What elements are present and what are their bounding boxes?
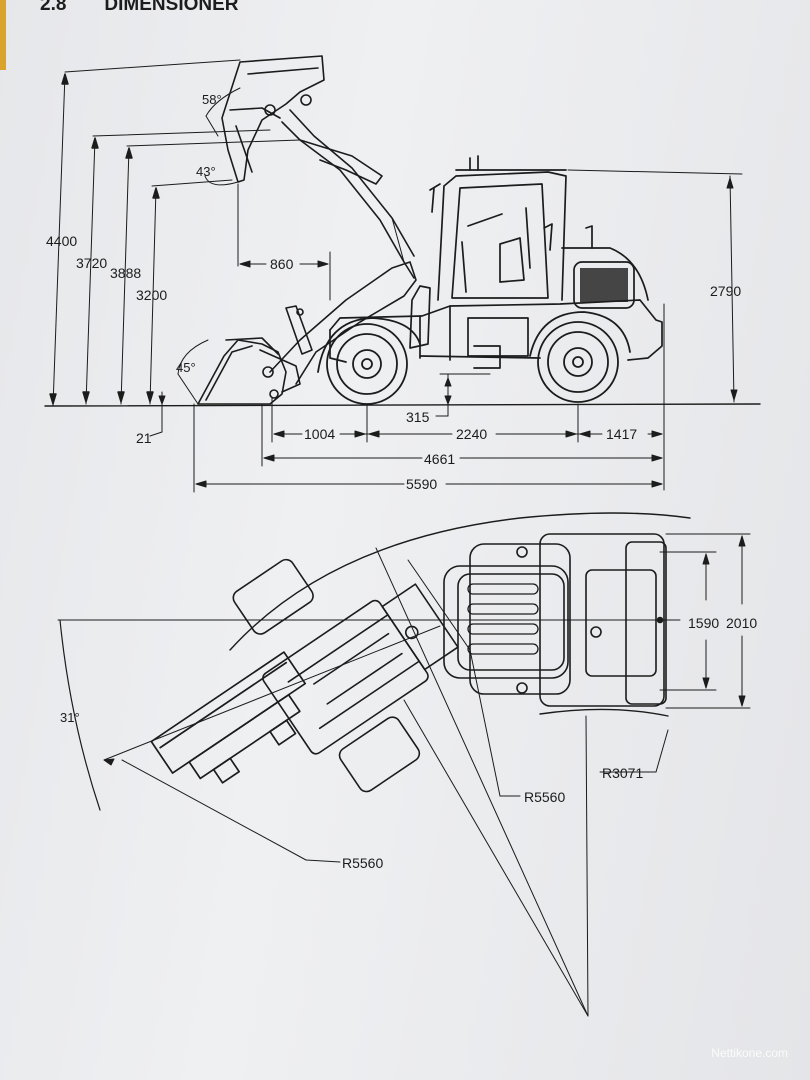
dim-3200	[146, 179, 233, 405]
label-1004: 1004	[304, 426, 335, 442]
section-title: DIMENSIONER	[104, 0, 239, 15]
angle-43: 43°	[196, 164, 216, 179]
label-1590: 1590	[688, 615, 719, 631]
lowered-bucket	[177, 337, 287, 405]
dim-row-3	[193, 403, 663, 493]
outer-radius-arc	[229, 512, 691, 651]
label-3720: 3720	[76, 255, 107, 271]
ground-line	[44, 403, 761, 407]
engine-grille	[580, 268, 628, 302]
angle-58: 58°	[202, 92, 222, 107]
bucket-swing-arc	[59, 619, 101, 811]
label-860: 860	[270, 256, 294, 272]
front-frame	[232, 558, 459, 793]
watermark: Nettikone.com	[711, 1046, 788, 1060]
label-2010: 2010	[726, 615, 757, 631]
dim-row-1	[271, 397, 663, 443]
dim-3888	[117, 139, 301, 405]
dim-860	[237, 183, 331, 301]
label-4661: 4661	[424, 451, 455, 467]
dim-315	[435, 373, 491, 417]
section-heading: 2.8 DIMENSIONER	[40, 0, 239, 16]
vertical-pivot-line	[585, 715, 589, 1017]
label-4400: 4400	[46, 233, 77, 249]
angle-31: 31°	[60, 710, 80, 725]
top-view: 1590 2010 R5560 R5560 R3071 31°	[57, 512, 757, 1017]
dim-2790	[567, 169, 743, 491]
label-r5560-upper: R5560	[524, 789, 565, 805]
label-5590: 5590	[406, 476, 437, 492]
section-number: 2.8	[40, 0, 67, 15]
label-2790: 2790	[710, 283, 741, 299]
dim-row-2	[261, 403, 663, 467]
rear-body-top	[443, 533, 667, 707]
front-wheel	[317, 317, 421, 405]
page-edge-tab	[0, 0, 6, 70]
inner-arc	[539, 708, 669, 717]
engine-cover-slots	[467, 583, 539, 655]
radius-line-2	[407, 559, 471, 651]
label-315: 315	[406, 409, 430, 425]
radius-line-3	[403, 699, 589, 1017]
label-3888: 3888	[110, 265, 141, 281]
raised-bucket	[204, 55, 325, 186]
dim-2010	[665, 533, 751, 709]
dim-4400	[49, 59, 241, 407]
dim-3720	[82, 129, 271, 405]
radius-line-1	[375, 547, 589, 1017]
dim-21	[149, 391, 166, 437]
label-3200: 3200	[136, 287, 167, 303]
raised-boom	[281, 109, 415, 279]
angle-45: 45°	[176, 360, 196, 375]
rear-wheel	[529, 311, 631, 403]
label-r5560-lower: R5560	[342, 855, 383, 871]
label-1417: 1417	[606, 426, 637, 442]
machine-body	[329, 155, 663, 369]
side-view: 58° 43° 860	[44, 55, 761, 493]
dim-1590	[659, 551, 717, 691]
label-2240: 2240	[456, 426, 487, 442]
label-21: 21	[136, 430, 152, 446]
radius-leaders	[121, 649, 669, 863]
bucket-top	[150, 651, 307, 784]
label-r3071: R3071	[602, 765, 643, 781]
